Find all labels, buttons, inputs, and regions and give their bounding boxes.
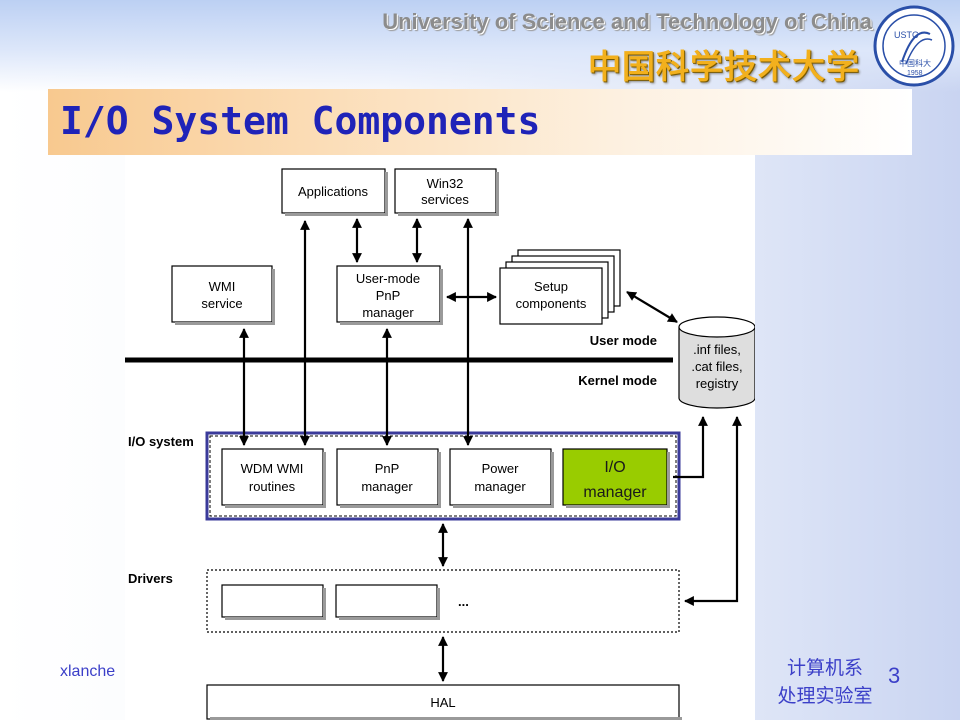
- logo-year: 1958: [907, 70, 923, 77]
- pnp-label-2: manager: [361, 479, 413, 494]
- user-mode-pnp-manager-box: User-mode PnP manager: [336, 265, 443, 325]
- header-band: [0, 0, 960, 92]
- wmi-label-2: service: [201, 296, 242, 311]
- driver-box: [221, 584, 326, 620]
- wmi-label-1: WMI: [209, 279, 236, 294]
- slide-title: I/O System Components: [60, 99, 541, 143]
- arrow-drivers-registry: [684, 416, 742, 606]
- setup-components-box: Setup components: [499, 249, 621, 325]
- university-name-en: University of Science and Technology of …: [382, 9, 872, 34]
- registry-label-1: .inf files,: [693, 342, 741, 357]
- power-manager-box: Power manager: [449, 448, 554, 508]
- power-label-2: manager: [474, 479, 526, 494]
- footer-author: xlanche: [60, 663, 116, 680]
- umpnp-label-2: PnP: [376, 288, 401, 303]
- footer-department: 计算机系 处理实验室: [760, 654, 890, 710]
- applications-label: Applications: [298, 184, 369, 199]
- wdm-wmi-routines-box: WDM WMI routines: [221, 448, 326, 508]
- pnp-label-1: PnP: [375, 461, 400, 476]
- user-mode-label: User mode: [590, 333, 657, 348]
- arrow-setup-registry: [626, 291, 678, 323]
- applications-box: Applications: [281, 168, 388, 216]
- setup-label-1: Setup: [534, 279, 568, 294]
- driver-box: [335, 584, 440, 620]
- win32-services-box: Win32 services: [394, 168, 499, 216]
- footer-dept-line1: 计算机系: [786, 657, 863, 679]
- kernel-mode-label: Kernel mode: [578, 373, 657, 388]
- io-manager-label-1: I/O: [604, 459, 625, 476]
- wdm-label-1: WDM WMI: [241, 461, 304, 476]
- drivers-ellipsis: ...: [458, 594, 469, 609]
- io-system-diagram: Applications Win32 services WMI service …: [125, 155, 756, 720]
- drivers-container: [206, 569, 680, 633]
- io-system-label: I/O system: [128, 434, 194, 449]
- hal-label: HAL: [430, 695, 455, 710]
- io-manager-label-2: manager: [583, 484, 647, 501]
- io-manager-box: I/O manager: [562, 448, 670, 508]
- logo-sub: 中国科大: [899, 58, 931, 68]
- ustc-seal-icon: USTC 中国科大 1958: [873, 5, 955, 87]
- page-number: 3: [888, 663, 901, 688]
- registry-cylinder: .inf files, .cat files, registry: [678, 316, 756, 409]
- umpnp-label-3: manager: [362, 305, 414, 320]
- win32-label-2: services: [421, 192, 469, 207]
- footer-dept-line2: 处理实验室: [777, 685, 873, 707]
- umpnp-label-1: User-mode: [356, 271, 420, 286]
- registry-label-3: registry: [696, 376, 739, 391]
- title-band: I/O System Components: [48, 89, 912, 155]
- hal-box: HAL: [206, 684, 682, 720]
- drivers-label: Drivers: [128, 571, 173, 586]
- university-name-cn: 中国科学技术大学: [588, 47, 860, 86]
- win32-label-1: Win32: [427, 176, 464, 191]
- registry-label-2: .cat files,: [691, 359, 742, 374]
- logo-text: USTC: [894, 30, 919, 40]
- power-label-1: Power: [482, 461, 520, 476]
- setup-label-2: components: [516, 296, 587, 311]
- wmi-service-box: WMI service: [171, 265, 275, 325]
- pnp-manager-box: PnP manager: [336, 448, 441, 508]
- wdm-label-2: routines: [249, 479, 296, 494]
